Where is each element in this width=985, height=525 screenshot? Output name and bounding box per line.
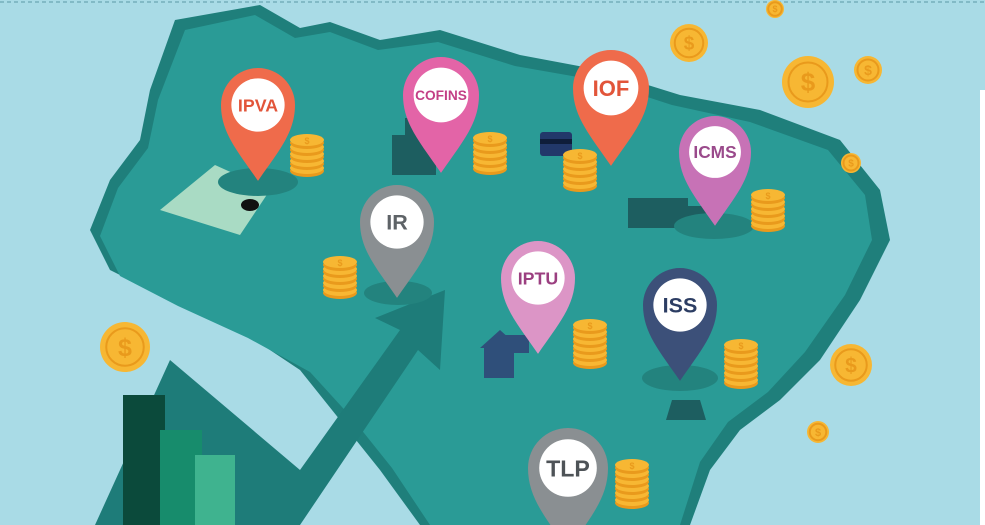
dollar-icon: $ [845, 354, 857, 377]
pin-label: TLP [546, 455, 590, 481]
map-pin-iof: IOF [573, 50, 649, 166]
bar-chart-bar-3 [195, 455, 235, 525]
bar-chart-bar-1 [123, 395, 165, 525]
pin-shadows [218, 168, 754, 391]
coins-group: $ $ $ $ $ $ $ $ $ $ $ $ $ $ $ $ [100, 0, 882, 509]
dollar-icon: $ [487, 134, 492, 144]
dollar-icon: $ [337, 258, 342, 268]
pins-group: IPVA COFINS IOF ICMS IR IPTU ISS TLP [221, 50, 751, 525]
floating-coin: $ [854, 56, 882, 84]
pin-label: IPTU [518, 268, 559, 288]
coin-stack: $ [323, 256, 357, 299]
pin-label: IOF [593, 76, 630, 101]
pin-label: ICMS [693, 142, 736, 162]
map-pin-iptu: IPTU [501, 241, 575, 354]
pin-label: COFINS [415, 88, 467, 103]
dollar-icon: $ [629, 461, 634, 471]
dollar-icon: $ [118, 334, 132, 362]
coin-stack: $ [751, 189, 785, 232]
floating-coin: $ [782, 56, 834, 108]
coin-stack: $ [724, 339, 758, 389]
credit-card-icon [540, 132, 572, 156]
pin-label: IR [386, 211, 408, 235]
dollar-icon: $ [684, 34, 695, 55]
map-pin-cofins: COFINS [403, 57, 479, 173]
dollar-icon: $ [815, 427, 821, 439]
tractor-icon [241, 199, 259, 211]
dollar-icon: $ [801, 67, 816, 97]
dollar-icon: $ [587, 321, 592, 331]
floating-coin: $ [841, 153, 861, 173]
floating-coin: $ [100, 322, 150, 372]
desk-icon [666, 400, 706, 420]
houses-icon [480, 330, 529, 378]
map-pin-iss: ISS [643, 268, 717, 381]
coin-stack: $ [573, 319, 607, 369]
dollar-icon: $ [848, 159, 854, 170]
pin-label: ISS [663, 294, 698, 318]
coin-stack: $ [473, 132, 507, 175]
map-pin-ipva: IPVA [221, 68, 295, 181]
dollar-icon: $ [577, 151, 582, 161]
map-pin-ir: IR [360, 185, 434, 298]
coin-stack: $ [615, 459, 649, 509]
dollar-icon: $ [864, 62, 872, 78]
floating-coin: $ [766, 0, 784, 18]
coin-stack: $ [290, 134, 324, 177]
floating-coin: $ [670, 24, 708, 62]
coin-stack: $ [563, 149, 597, 192]
floating-coin: $ [807, 421, 829, 443]
map-pin-tlp: TLP [528, 428, 608, 525]
right-edge-strip [980, 90, 985, 525]
map-pin-icms: ICMS [679, 116, 751, 226]
pin-label: IPVA [238, 95, 278, 115]
dollar-icon: $ [738, 341, 743, 351]
dollar-icon: $ [772, 4, 777, 14]
dollar-icon: $ [765, 191, 770, 201]
dollar-icon: $ [304, 136, 309, 146]
floating-coin: $ [830, 344, 872, 386]
